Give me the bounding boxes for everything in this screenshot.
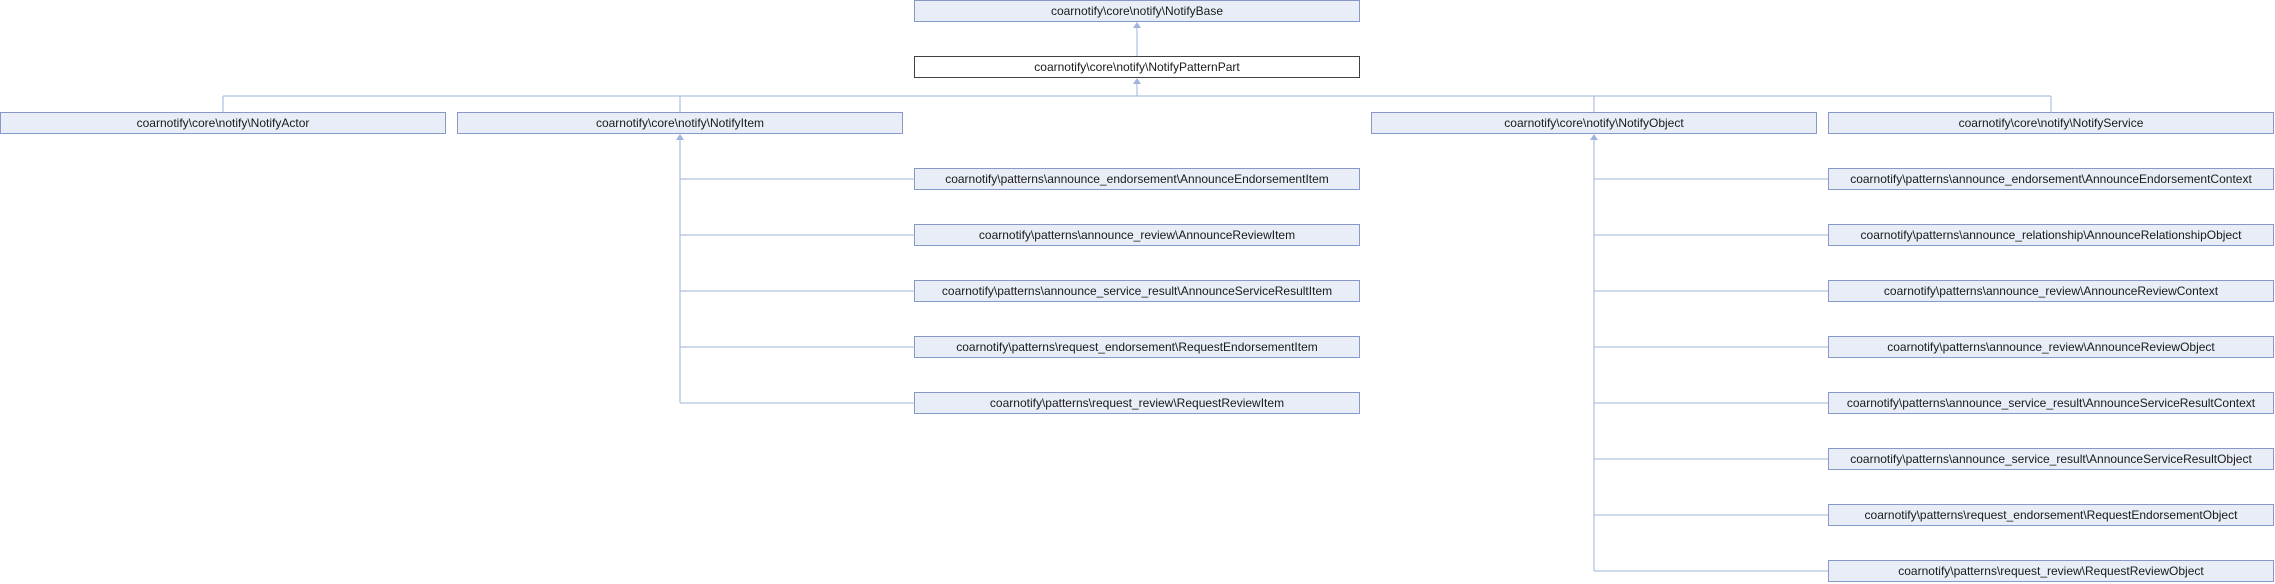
node-announce-endorsement-item[interactable]: coarnotify\patterns\announce_endorsement…	[914, 168, 1360, 190]
node-request-review-item[interactable]: coarnotify\patterns\request_review\Reque…	[914, 392, 1360, 414]
edge-arrow-notify-object	[1590, 134, 1598, 140]
node-announce-service-result-item[interactable]: coarnotify\patterns\announce_service_res…	[914, 280, 1360, 302]
node-announce-relationship-object[interactable]: coarnotify\patterns\announce_relationshi…	[1828, 224, 2274, 246]
node-announce-review-object[interactable]: coarnotify\patterns\announce_review\Anno…	[1828, 336, 2274, 358]
node-notify-base[interactable]: coarnotify\core\notify\NotifyBase	[914, 0, 1360, 22]
node-notify-actor[interactable]: coarnotify\core\notify\NotifyActor	[0, 112, 446, 134]
node-announce-endorsement-context[interactable]: coarnotify\patterns\announce_endorsement…	[1828, 168, 2274, 190]
node-request-endorsement-object[interactable]: coarnotify\patterns\request_endorsement\…	[1828, 504, 2274, 526]
edge-arrow-pattern-part	[1133, 78, 1141, 84]
node-request-endorsement-item[interactable]: coarnotify\patterns\request_endorsement\…	[914, 336, 1360, 358]
edge-arrow-notify-item	[676, 134, 684, 140]
node-notify-object[interactable]: coarnotify\core\notify\NotifyObject	[1371, 112, 1817, 134]
node-announce-review-item[interactable]: coarnotify\patterns\announce_review\Anno…	[914, 224, 1360, 246]
node-notify-service[interactable]: coarnotify\core\notify\NotifyService	[1828, 112, 2274, 134]
node-notify-item[interactable]: coarnotify\core\notify\NotifyItem	[457, 112, 903, 134]
node-request-review-object[interactable]: coarnotify\patterns\request_review\Reque…	[1828, 560, 2274, 582]
node-announce-review-context[interactable]: coarnotify\patterns\announce_review\Anno…	[1828, 280, 2274, 302]
node-announce-service-result-context[interactable]: coarnotify\patterns\announce_service_res…	[1828, 392, 2274, 414]
node-announce-service-result-object[interactable]: coarnotify\patterns\announce_service_res…	[1828, 448, 2274, 470]
edge-arrow-base	[1133, 22, 1141, 28]
node-notify-pattern-part: coarnotify\core\notify\NotifyPatternPart	[914, 56, 1360, 78]
